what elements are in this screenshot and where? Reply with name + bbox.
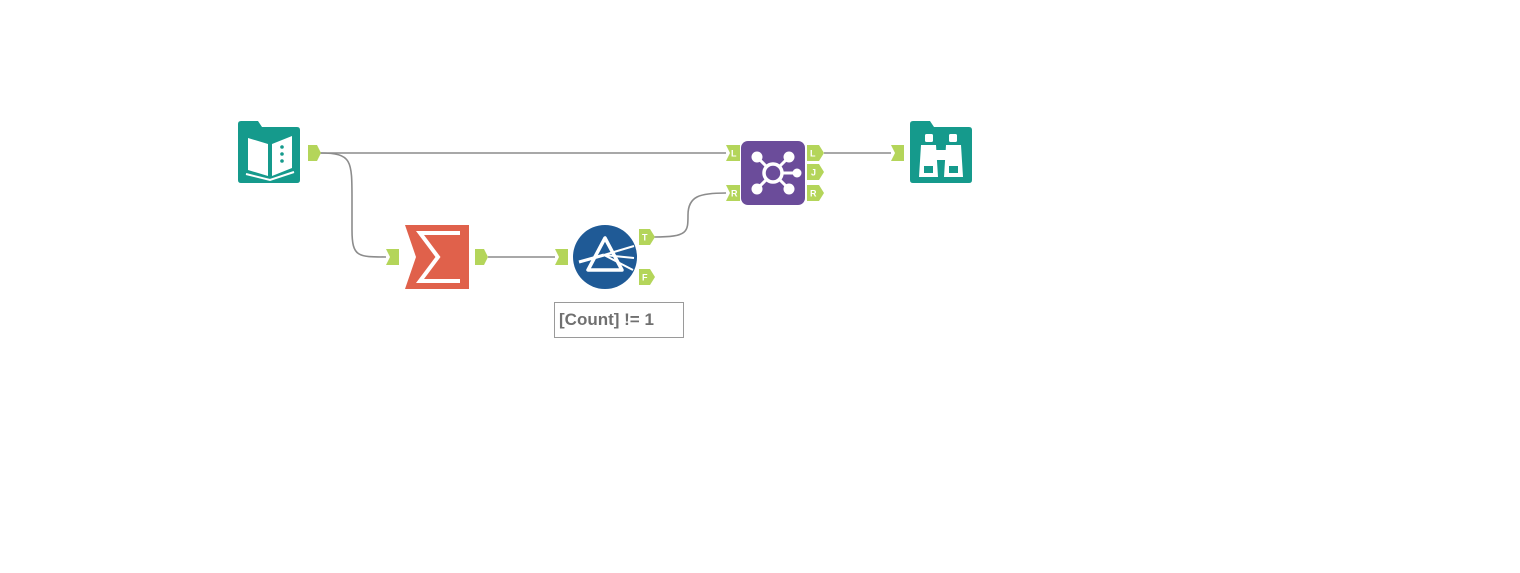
filter-input-anchor[interactable]: [555, 249, 568, 265]
join-input-right-label: R: [731, 189, 738, 199]
book-page-left: [248, 138, 268, 176]
browse-input-anchor[interactable]: [891, 145, 904, 161]
summarize-output-anchor[interactable]: [475, 249, 488, 265]
binoculars-icon: [919, 134, 963, 177]
join-left-output-anchor[interactable]: [807, 145, 824, 161]
join-right-output-anchor[interactable]: [807, 185, 824, 201]
filter-prism-icon: [578, 236, 635, 272]
input-data-tool[interactable]: [238, 121, 300, 183]
join-output-right-label: R: [810, 189, 817, 199]
book-dot: [280, 159, 284, 163]
book-dot: [280, 152, 284, 156]
filter-annotation: [Count] != 1: [554, 302, 684, 338]
join-output-join-label: J: [811, 168, 816, 178]
book-page-right: [272, 136, 292, 176]
summarize-input-anchor[interactable]: [386, 249, 399, 265]
filter-tool[interactable]: [573, 225, 637, 289]
book-dot: [280, 145, 284, 149]
join-input-left-label: L: [731, 149, 737, 159]
filter-true-label: T: [642, 233, 648, 243]
input-output-anchor[interactable]: [308, 145, 321, 161]
connections: [319, 152, 891, 258]
browse-tool[interactable]: [910, 121, 972, 183]
join-right-input-anchor[interactable]: [726, 185, 740, 201]
connection-input-to-summarize[interactable]: [319, 152, 387, 258]
join-join-output-anchor[interactable]: [807, 164, 824, 180]
filter-shape: [573, 225, 637, 289]
join-output-left-label: L: [810, 149, 816, 159]
sigma-icon: [416, 231, 460, 283]
summarize-tool[interactable]: [405, 225, 469, 289]
filter-false-anchor[interactable]: [639, 269, 655, 285]
filter-false-label: F: [642, 273, 648, 283]
join-tool[interactable]: [741, 141, 805, 205]
join-left-input-anchor[interactable]: [726, 145, 740, 161]
book-base-line: [245, 171, 295, 182]
filter-true-anchor[interactable]: [639, 229, 655, 245]
join-network-icon: [751, 151, 802, 195]
connection-filter-true-to-join-right[interactable]: [653, 192, 727, 238]
